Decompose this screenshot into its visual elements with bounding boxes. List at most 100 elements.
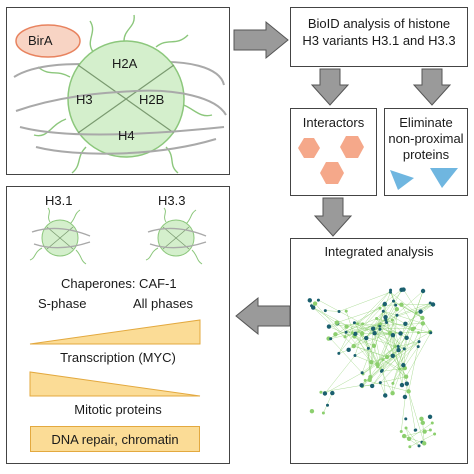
network-node [414, 311, 418, 315]
network-node [337, 351, 341, 355]
network-node [316, 298, 320, 302]
network-node [380, 368, 384, 372]
network-edge [357, 323, 405, 350]
network-node [402, 347, 406, 351]
network-edge [354, 322, 399, 351]
network-node [399, 382, 405, 388]
network-node [379, 322, 383, 326]
network-node [390, 391, 395, 396]
network-node [344, 309, 348, 313]
network-edge [354, 333, 363, 356]
histone-label-h3: H3 [76, 92, 93, 107]
network-node [416, 331, 420, 335]
network-edge [382, 341, 420, 371]
network-edge [330, 338, 364, 375]
network-node [398, 331, 403, 336]
network-edge [355, 333, 372, 363]
network-node [376, 365, 380, 369]
network-node [307, 298, 313, 303]
network-node [399, 302, 404, 307]
network-edge [405, 332, 431, 377]
network-node [382, 301, 388, 307]
interaction-network [307, 287, 437, 449]
network-node [399, 287, 404, 292]
network-node [396, 345, 400, 349]
network-node [364, 335, 369, 341]
eliminate-line-1: Eliminate [399, 115, 453, 130]
dna-repair-bar [30, 426, 200, 452]
network-node [430, 421, 434, 425]
network-node [375, 317, 379, 321]
network-node [392, 299, 396, 303]
network-node [366, 346, 370, 350]
non-proximal-shapes [390, 168, 458, 190]
network-edge [353, 345, 388, 358]
mini-nucleosome-h33 [145, 207, 207, 265]
network-node [402, 394, 408, 400]
network-edge [396, 302, 431, 316]
network-node [312, 301, 318, 306]
network-node [404, 417, 408, 421]
network-edge [325, 310, 340, 312]
triangle-icon [430, 168, 458, 188]
network-node [417, 444, 421, 448]
network-node [420, 288, 426, 294]
interactor-shapes [298, 136, 364, 184]
network-edge [392, 346, 419, 384]
network-edge [338, 322, 355, 354]
network-node [421, 441, 427, 446]
network-node [420, 315, 425, 321]
network-edge [344, 319, 386, 338]
arrow-down-center [313, 197, 353, 237]
network-node [404, 426, 408, 430]
network-node [418, 309, 423, 314]
mini-nucleosome-h31 [29, 207, 91, 265]
dna-strand-front [15, 89, 227, 155]
network-edge [336, 307, 381, 323]
integrated-title: Integrated analysis [324, 244, 434, 259]
network-node [360, 371, 364, 375]
eliminate-line-3: proteins [402, 147, 450, 162]
network-node [422, 429, 427, 434]
network-node [399, 429, 403, 433]
network-edge [314, 303, 346, 338]
network-node [384, 354, 390, 360]
network-node [309, 408, 315, 414]
variant-h33-label: H3.3 [158, 193, 186, 208]
histone-label-h2b: H2B [139, 92, 165, 107]
network-node [413, 428, 417, 432]
network-node [401, 433, 407, 439]
network-node [419, 416, 424, 422]
network-node [319, 390, 323, 394]
network-edge [382, 359, 407, 377]
network-node [352, 321, 356, 325]
network-edge [354, 322, 378, 365]
network-node [351, 343, 356, 349]
network-node [378, 381, 382, 385]
hexagon-icon [320, 162, 344, 184]
network-edge [379, 325, 407, 377]
network-node [343, 335, 347, 339]
network-node [381, 309, 385, 313]
core-dividers [77, 64, 175, 134]
network-node [391, 381, 395, 385]
network-node [359, 383, 364, 388]
chaperones-label: Chaperones: CAF-1 [61, 276, 177, 291]
phase-s-label: S-phase [38, 296, 87, 311]
mitotic-wedge [29, 371, 201, 397]
network-edge [362, 376, 407, 387]
network-edge [318, 299, 363, 325]
network-node [416, 345, 420, 349]
network-node [321, 411, 325, 415]
network-node [384, 318, 388, 322]
network-node [429, 331, 433, 335]
network-node [367, 377, 372, 382]
network-node [369, 383, 375, 389]
network-edge [380, 382, 386, 396]
network-edge [353, 332, 391, 347]
network-node [371, 343, 377, 348]
mini-nucleosomes [29, 207, 207, 265]
histone-label-h2a: H2A [112, 56, 138, 71]
network-node [428, 428, 432, 432]
network-edge [313, 307, 354, 347]
